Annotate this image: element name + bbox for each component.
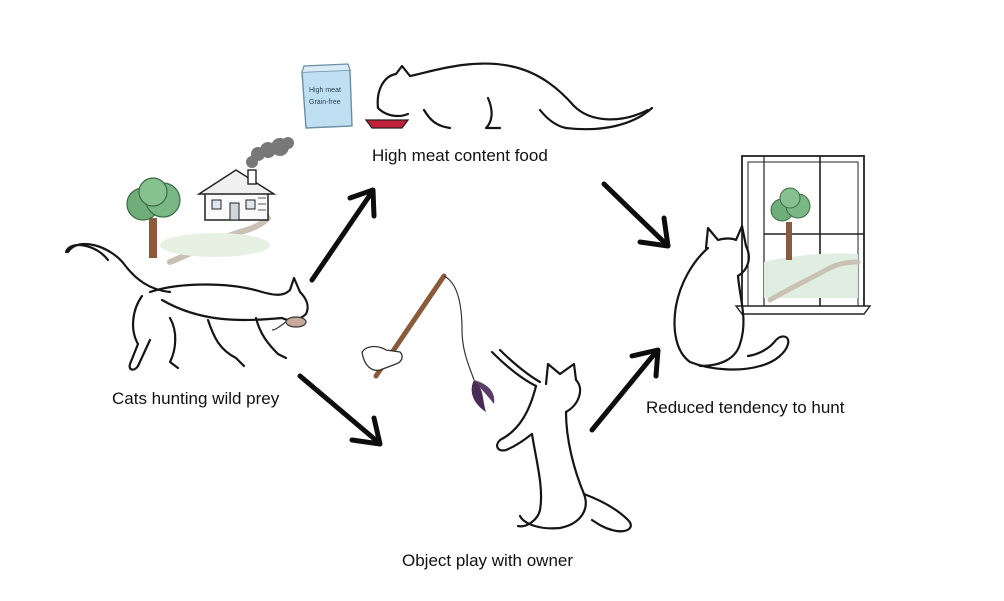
node-label-reduced: Reduced tendency to hunt — [646, 398, 845, 417]
mouse-prey-icon — [271, 316, 307, 331]
food-bowl-icon — [364, 119, 410, 129]
hunting-cat-illustration — [64, 242, 309, 371]
bag-text-line-2: Grain-free — [309, 99, 341, 106]
arrow-food-to-reduced — [601, 181, 671, 249]
arrow-hunting-to-food — [309, 187, 377, 283]
food-bag-icon: High meat Grain-free — [301, 63, 353, 129]
window-icon — [734, 155, 872, 315]
eating-cat-illustration — [364, 62, 654, 131]
playing-cat-illustration — [490, 348, 632, 533]
countryside-scene — [126, 137, 294, 265]
tree-icon — [126, 177, 181, 258]
node-label-play: Object play with owner — [402, 551, 574, 570]
window-path — [767, 259, 861, 303]
arrow-play-to-reduced — [589, 347, 661, 433]
sitting-cat-illustration — [673, 224, 790, 371]
house-icon — [196, 169, 277, 221]
bag-text-line-1: High meat — [309, 87, 341, 94]
node-label-hunting: Cats hunting wild prey — [112, 389, 280, 408]
arrow-hunting-to-play — [297, 373, 383, 447]
grass-patch — [160, 233, 270, 257]
hand-icon — [361, 345, 403, 372]
node-label-food: High meat content food — [372, 146, 548, 165]
wand-toy-icon — [361, 273, 495, 412]
smoke-icon — [246, 137, 294, 168]
